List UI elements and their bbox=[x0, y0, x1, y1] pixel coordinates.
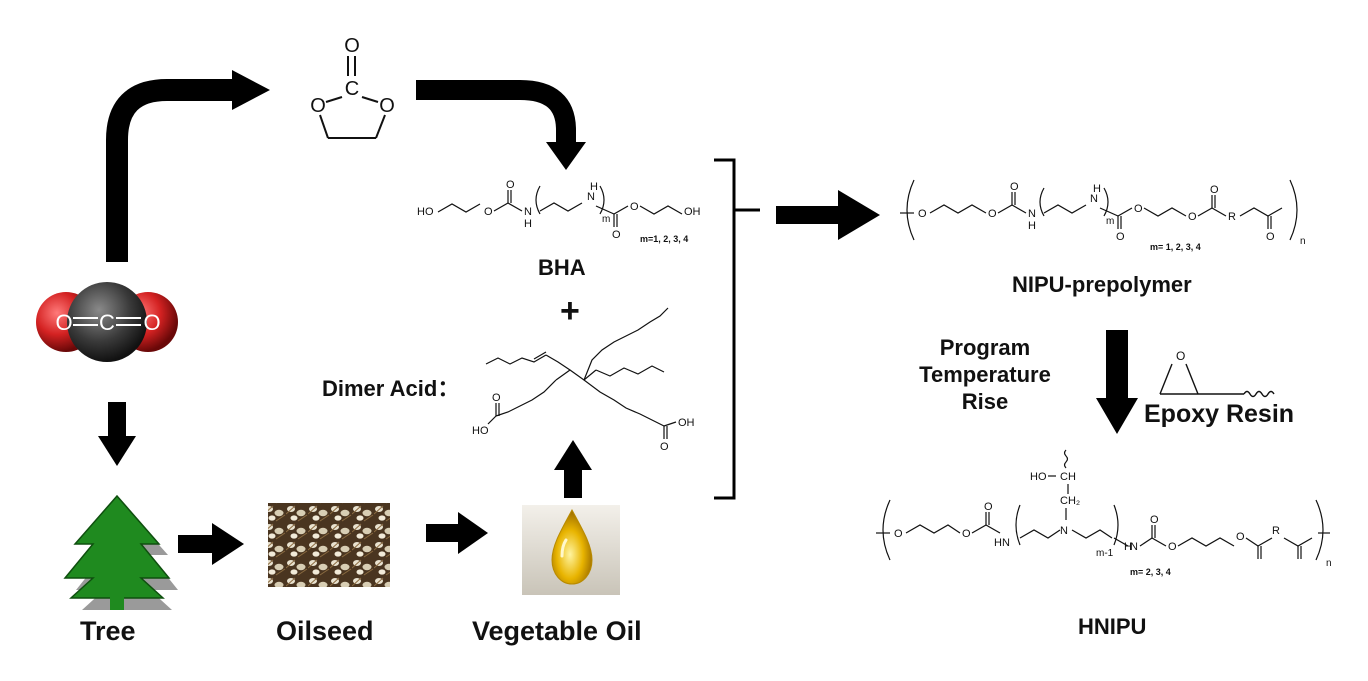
bha-h-1: H bbox=[524, 218, 532, 230]
tree-label: Tree bbox=[80, 616, 136, 646]
nipu-subscript-m: m bbox=[1106, 216, 1114, 227]
process-line-3: Rise bbox=[961, 389, 1009, 414]
nipu-oxygen-6: O bbox=[1188, 211, 1197, 223]
arrow-carbonate-to-bha bbox=[416, 80, 586, 170]
bha-left-hydroxyl: HO bbox=[417, 206, 434, 218]
bha-subscript-m: m bbox=[602, 214, 610, 225]
bha-carbonyl-oxygen-1: O bbox=[506, 179, 515, 191]
arrow-to-nipu-prepolymer bbox=[776, 190, 880, 240]
plus-sign: + bbox=[560, 292, 580, 330]
nipu-m-values: m= 1, 2, 3, 4 bbox=[1150, 242, 1201, 252]
hnipu-oxygen-6: O bbox=[1236, 531, 1245, 543]
co2-right-oxygen: O bbox=[143, 310, 160, 335]
oilseed-photo bbox=[268, 503, 390, 587]
oilseed-label: Oilseed bbox=[276, 616, 374, 646]
hnipu-oxygen-1: O bbox=[894, 528, 903, 540]
nipu-subscript-n: n bbox=[1300, 236, 1306, 247]
bha-carbonyl-oxygen-2: O bbox=[612, 229, 621, 241]
hnipu-oxygen-5: O bbox=[1168, 541, 1177, 553]
dimer-acid-carbonyl-oxygen-right: O bbox=[660, 441, 669, 453]
process-label: Program Temperature Rise bbox=[910, 334, 1060, 415]
hnipu-oxygen-4: O bbox=[1150, 514, 1159, 526]
dimer-acid-left-hydroxyl: HO bbox=[472, 425, 489, 437]
hnipu-structure: O O O N H N CH₂ CH HO m-1 N H O O O bbox=[876, 449, 1332, 577]
carbonate-carbon: C bbox=[345, 78, 359, 100]
hnipu-oxygen-3: O bbox=[984, 501, 993, 513]
bha-structure: HO O O N H N H m O O OH m=1, 2, 3, 4 bbox=[417, 179, 701, 244]
bha-right-hydroxyl: OH bbox=[684, 206, 701, 218]
carbonate-ring-oxygen-left: O bbox=[310, 95, 326, 117]
hnipu-nh-left-n: N bbox=[1002, 537, 1010, 549]
nipu-oxygen-2: O bbox=[988, 208, 997, 220]
hnipu-group-r: R bbox=[1272, 525, 1280, 537]
ethylene-carbonate-structure: O C O O bbox=[310, 35, 395, 139]
arrow-oilseed-to-oil bbox=[426, 512, 488, 554]
co2-left-oxygen: O bbox=[55, 310, 72, 335]
hnipu-nh-right-n: N bbox=[1130, 541, 1138, 553]
nipu-n-1: N bbox=[1028, 208, 1036, 220]
hnipu-oxygen-2: O bbox=[962, 528, 971, 540]
dimer-acid-right-hydroxyl: OH bbox=[678, 417, 695, 429]
co2-molecule: O C O bbox=[36, 282, 178, 362]
nipu-prepolymer-structure: O O O N H N H m O O O O R O n m= 1, bbox=[900, 179, 1306, 252]
bha-ester-oxygen-2: O bbox=[630, 201, 639, 213]
nipu-oxygen-7: O bbox=[1210, 184, 1219, 196]
hnipu-ch2: CH₂ bbox=[1060, 495, 1080, 507]
carbonate-ring-oxygen-right: O bbox=[379, 95, 395, 117]
tree-icon bbox=[63, 494, 178, 610]
nipu-prepolymer-label: NIPU-prepolymer bbox=[1012, 272, 1192, 297]
hnipu-nh-left-h: H bbox=[994, 537, 1002, 549]
bha-n-2: N bbox=[587, 191, 595, 203]
epoxy-resin-structure: O bbox=[1159, 349, 1275, 398]
nipu-oxygen-5: O bbox=[1134, 203, 1143, 215]
arrow-co2-to-tree bbox=[98, 402, 136, 466]
hnipu-label: HNIPU bbox=[1078, 614, 1147, 639]
arrow-co2-to-carbonate bbox=[106, 70, 270, 262]
hnipu-ch: CH bbox=[1060, 471, 1076, 483]
epoxy-resin-label: Epoxy Resin bbox=[1144, 400, 1295, 428]
hnipu-ho: HO bbox=[1030, 471, 1047, 483]
arrow-tree-to-oilseed bbox=[178, 523, 244, 565]
nipu-oxygen-8: O bbox=[1266, 231, 1275, 243]
process-line-2: Temperature bbox=[919, 362, 1051, 387]
bha-ester-oxygen-1: O bbox=[484, 206, 493, 218]
bha-n-1: N bbox=[524, 206, 532, 218]
process-line-1: Program bbox=[939, 335, 1031, 360]
vegetable-oil-drop-icon bbox=[522, 505, 620, 595]
vegetable-oil-label: Vegetable Oil bbox=[472, 616, 642, 646]
nipu-h-2: H bbox=[1093, 183, 1101, 195]
co2-carbon: C bbox=[99, 310, 115, 335]
hnipu-m-values: m= 2, 3, 4 bbox=[1130, 567, 1171, 577]
bha-label: BHA bbox=[538, 255, 586, 280]
hnipu-nh-right-h: H bbox=[1124, 541, 1132, 553]
nipu-n-2: N bbox=[1090, 193, 1098, 205]
epoxy-oxygen: O bbox=[1176, 349, 1185, 363]
nipu-oxygen-1: O bbox=[918, 208, 927, 220]
arrow-oil-to-dimer-acid bbox=[554, 440, 592, 498]
bha-h-2: H bbox=[590, 181, 598, 193]
hnipu-subscript-n: n bbox=[1326, 558, 1332, 569]
nipu-oxygen-3: O bbox=[1010, 181, 1019, 193]
dimer-acid-carbonyl-oxygen-left: O bbox=[492, 392, 501, 404]
dimer-acid-label: Dimer Acid： bbox=[322, 376, 460, 401]
nipu-h-1: H bbox=[1028, 220, 1036, 232]
nipu-group-r: R bbox=[1228, 211, 1236, 223]
hnipu-central-n: N bbox=[1060, 525, 1068, 537]
combine-bracket bbox=[714, 158, 760, 500]
nipu-oxygen-4: O bbox=[1116, 231, 1125, 243]
dimer-acid-structure: O HO O OH bbox=[472, 307, 695, 453]
carbonate-carbonyl-oxygen: O bbox=[344, 35, 360, 57]
arrow-to-hnipu bbox=[1096, 330, 1138, 434]
bha-m-values: m=1, 2, 3, 4 bbox=[640, 234, 688, 244]
hnipu-subscript-m1: m-1 bbox=[1096, 548, 1114, 559]
